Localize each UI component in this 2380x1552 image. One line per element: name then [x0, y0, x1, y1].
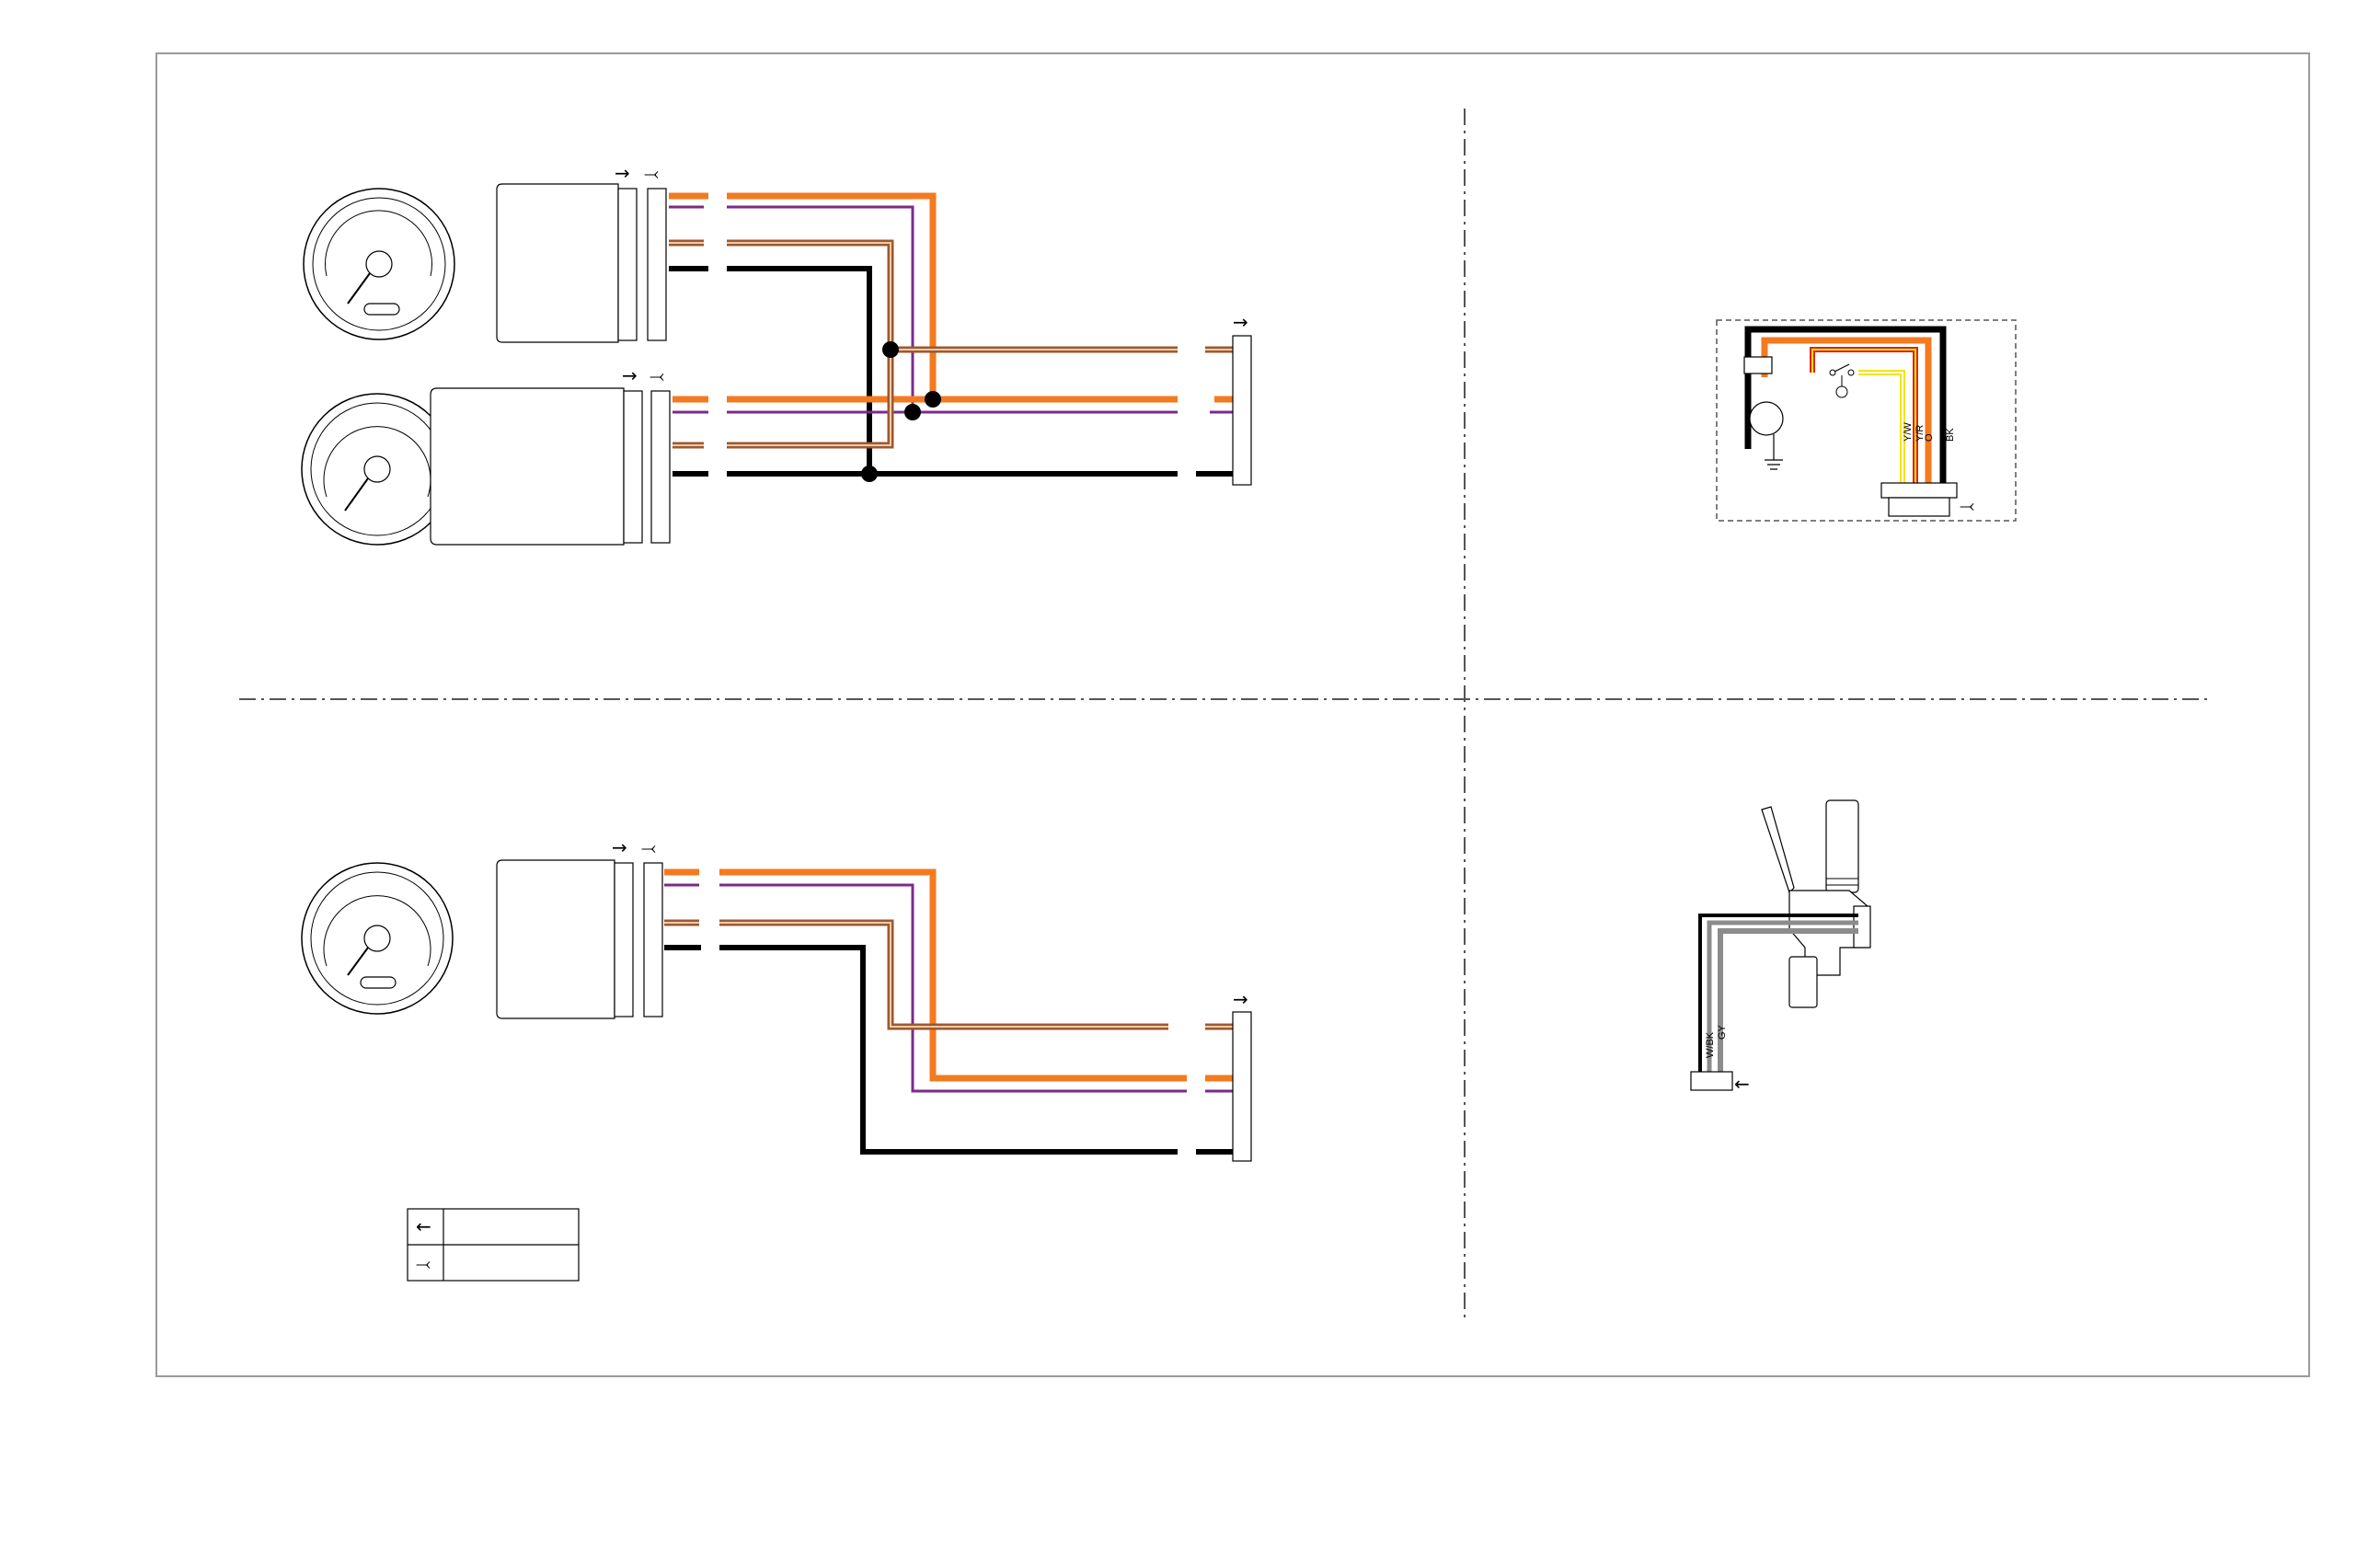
- male-terminal-icon: →: [612, 836, 627, 858]
- wire-orange: [669, 192, 1233, 403]
- wire-label-yw: Y/W: [1903, 422, 1914, 442]
- clutch-lever: [1761, 806, 1795, 894]
- legend: ← ⤙: [407, 1208, 580, 1282]
- splice-dot: [904, 404, 921, 420]
- wire-label-yr: Y/R: [1914, 425, 1926, 442]
- female-terminal-icon: ⤙: [650, 364, 664, 386]
- wire-orange: [664, 868, 1233, 1082]
- male-terminal-icon: →: [1233, 311, 1248, 333]
- female-terminal-icon: ⤙: [1960, 494, 1974, 516]
- wire-label-bk: BK: [1945, 428, 1956, 442]
- male-terminal-icon: →: [615, 162, 630, 184]
- switch-connector: [1690, 1071, 1733, 1091]
- male-terminal-icon: →: [1233, 988, 1248, 1010]
- wire-brown: [664, 919, 1233, 1030]
- female-terminal-icon: ⤙: [644, 162, 659, 184]
- female-terminal-icon: ⤙: [641, 836, 656, 858]
- splice-dot: [882, 341, 899, 358]
- lower-gauge-wires: [673, 350, 933, 477]
- wire-violet: [664, 883, 1233, 1093]
- wire-violet: [669, 205, 1233, 414]
- upper-gauge-wires: [669, 192, 1233, 477]
- splice-dot: [925, 391, 941, 408]
- wire-label-o: O: [1924, 433, 1935, 442]
- male-terminal-icon: ←: [1734, 1073, 1750, 1095]
- wire-black: [669, 266, 1233, 477]
- splice-dot: [861, 466, 878, 482]
- wire-label-gy: GY: [1717, 1024, 1728, 1040]
- male-terminal-icon: →: [622, 364, 638, 386]
- fuel-pump-cap: [1743, 356, 1773, 374]
- fuel-sender-section: ⤙ O Y/W Y/R BK: [1716, 319, 2017, 522]
- float-switch: [1835, 385, 1848, 398]
- sender-connector: [1880, 482, 1958, 499]
- legend-male-icon: ←: [416, 1215, 431, 1237]
- wire-black: [664, 945, 1233, 1155]
- wire-brown: [669, 239, 1233, 353]
- connector-block: [1232, 335, 1252, 486]
- legend-female-icon: ⤙: [416, 1252, 431, 1274]
- handlebar-switch-section: ← W/BK GY: [1690, 799, 1871, 1095]
- single-gauge-section: → ⤙ →: [301, 836, 1252, 1162]
- gauge-upper: → ⤙: [303, 162, 667, 343]
- connector-block: [1232, 1011, 1252, 1162]
- gauge-lower: → ⤙: [301, 364, 671, 546]
- fuel-pump-motor: [1749, 401, 1784, 436]
- single-gauge-wires: [664, 868, 1233, 1155]
- page-frame: [155, 52, 2310, 1377]
- wire-label-wbk: W/BK: [1705, 1031, 1716, 1058]
- dual-gauge-section: → ⤙ → ⤙: [301, 162, 1252, 546]
- ground-icon: [1765, 459, 1783, 470]
